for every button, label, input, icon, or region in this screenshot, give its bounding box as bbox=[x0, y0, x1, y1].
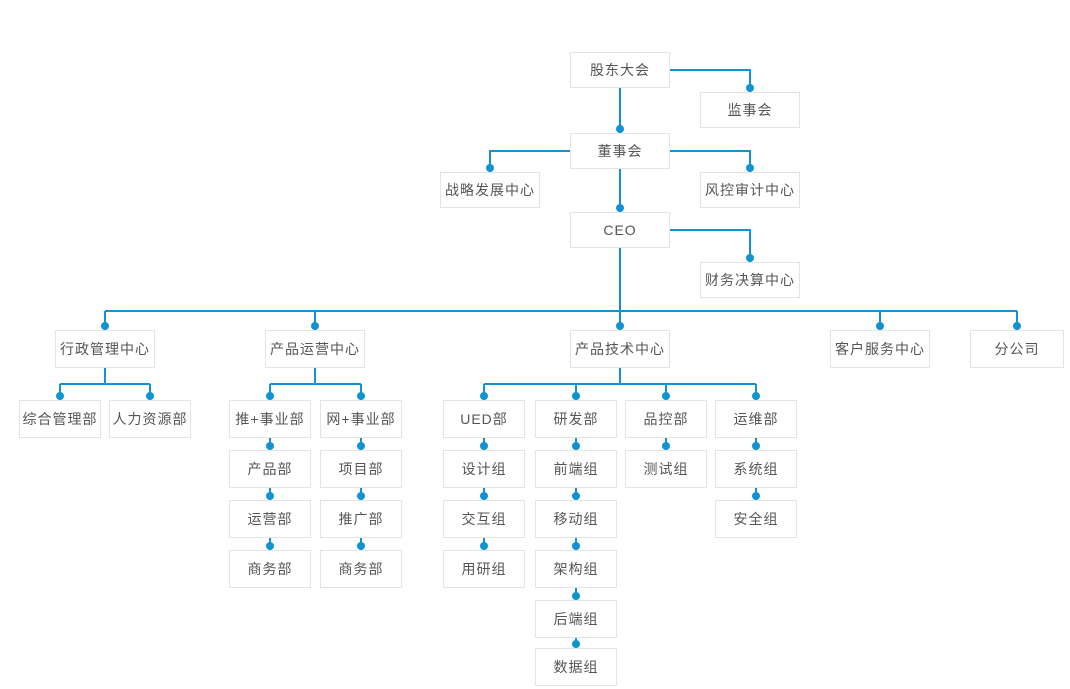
node-general-mgmt-dept[interactable]: 综合管理部 bbox=[19, 400, 101, 438]
node-admin-center[interactable]: 行政管理中心 bbox=[55, 330, 155, 368]
node-system-group[interactable]: 系统组 bbox=[715, 450, 797, 488]
node-strategy-center[interactable]: 战略发展中心 bbox=[440, 172, 540, 208]
node-finance-center[interactable]: 财务决算中心 bbox=[700, 262, 800, 298]
node-mobile-group[interactable]: 移动组 bbox=[535, 500, 617, 538]
node-risk-audit-center[interactable]: 风控审计中心 bbox=[700, 172, 800, 208]
node-testing-group[interactable]: 测试组 bbox=[625, 450, 707, 488]
node-interaction-group[interactable]: 交互组 bbox=[443, 500, 525, 538]
node-ued-dept[interactable]: UED部 bbox=[443, 400, 525, 438]
node-project-dept[interactable]: 项目部 bbox=[320, 450, 402, 488]
node-product-ops-center[interactable]: 产品运营中心 bbox=[265, 330, 365, 368]
node-wang-division[interactable]: 网+事业部 bbox=[320, 400, 402, 438]
node-data-group[interactable]: 数据组 bbox=[535, 648, 617, 686]
node-rd-dept[interactable]: 研发部 bbox=[535, 400, 617, 438]
node-tui-division[interactable]: 推+事业部 bbox=[229, 400, 311, 438]
node-promotion-dept[interactable]: 推广部 bbox=[320, 500, 402, 538]
node-security-group[interactable]: 安全组 bbox=[715, 500, 797, 538]
node-qc-dept[interactable]: 品控部 bbox=[625, 400, 707, 438]
node-business-dept-1[interactable]: 商务部 bbox=[229, 550, 311, 588]
node-ceo[interactable]: CEO bbox=[570, 212, 670, 248]
node-architecture-group[interactable]: 架构组 bbox=[535, 550, 617, 588]
node-supervisory-board[interactable]: 监事会 bbox=[700, 92, 800, 128]
node-board-of-directors[interactable]: 董事会 bbox=[570, 133, 670, 169]
node-product-dept[interactable]: 产品部 bbox=[229, 450, 311, 488]
node-business-dept-2[interactable]: 商务部 bbox=[320, 550, 402, 588]
node-customer-service-center[interactable]: 客户服务中心 bbox=[830, 330, 930, 368]
node-shareholders-meeting[interactable]: 股东大会 bbox=[570, 52, 670, 88]
node-ops-dept[interactable]: 运维部 bbox=[715, 400, 797, 438]
node-backend-group[interactable]: 后端组 bbox=[535, 600, 617, 638]
node-hr-dept[interactable]: 人力资源部 bbox=[109, 400, 191, 438]
node-user-research-group[interactable]: 用研组 bbox=[443, 550, 525, 588]
node-branch-company[interactable]: 分公司 bbox=[970, 330, 1064, 368]
node-operations-dept[interactable]: 运营部 bbox=[229, 500, 311, 538]
node-product-tech-center[interactable]: 产品技术中心 bbox=[570, 330, 670, 368]
node-design-group[interactable]: 设计组 bbox=[443, 450, 525, 488]
node-frontend-group[interactable]: 前端组 bbox=[535, 450, 617, 488]
